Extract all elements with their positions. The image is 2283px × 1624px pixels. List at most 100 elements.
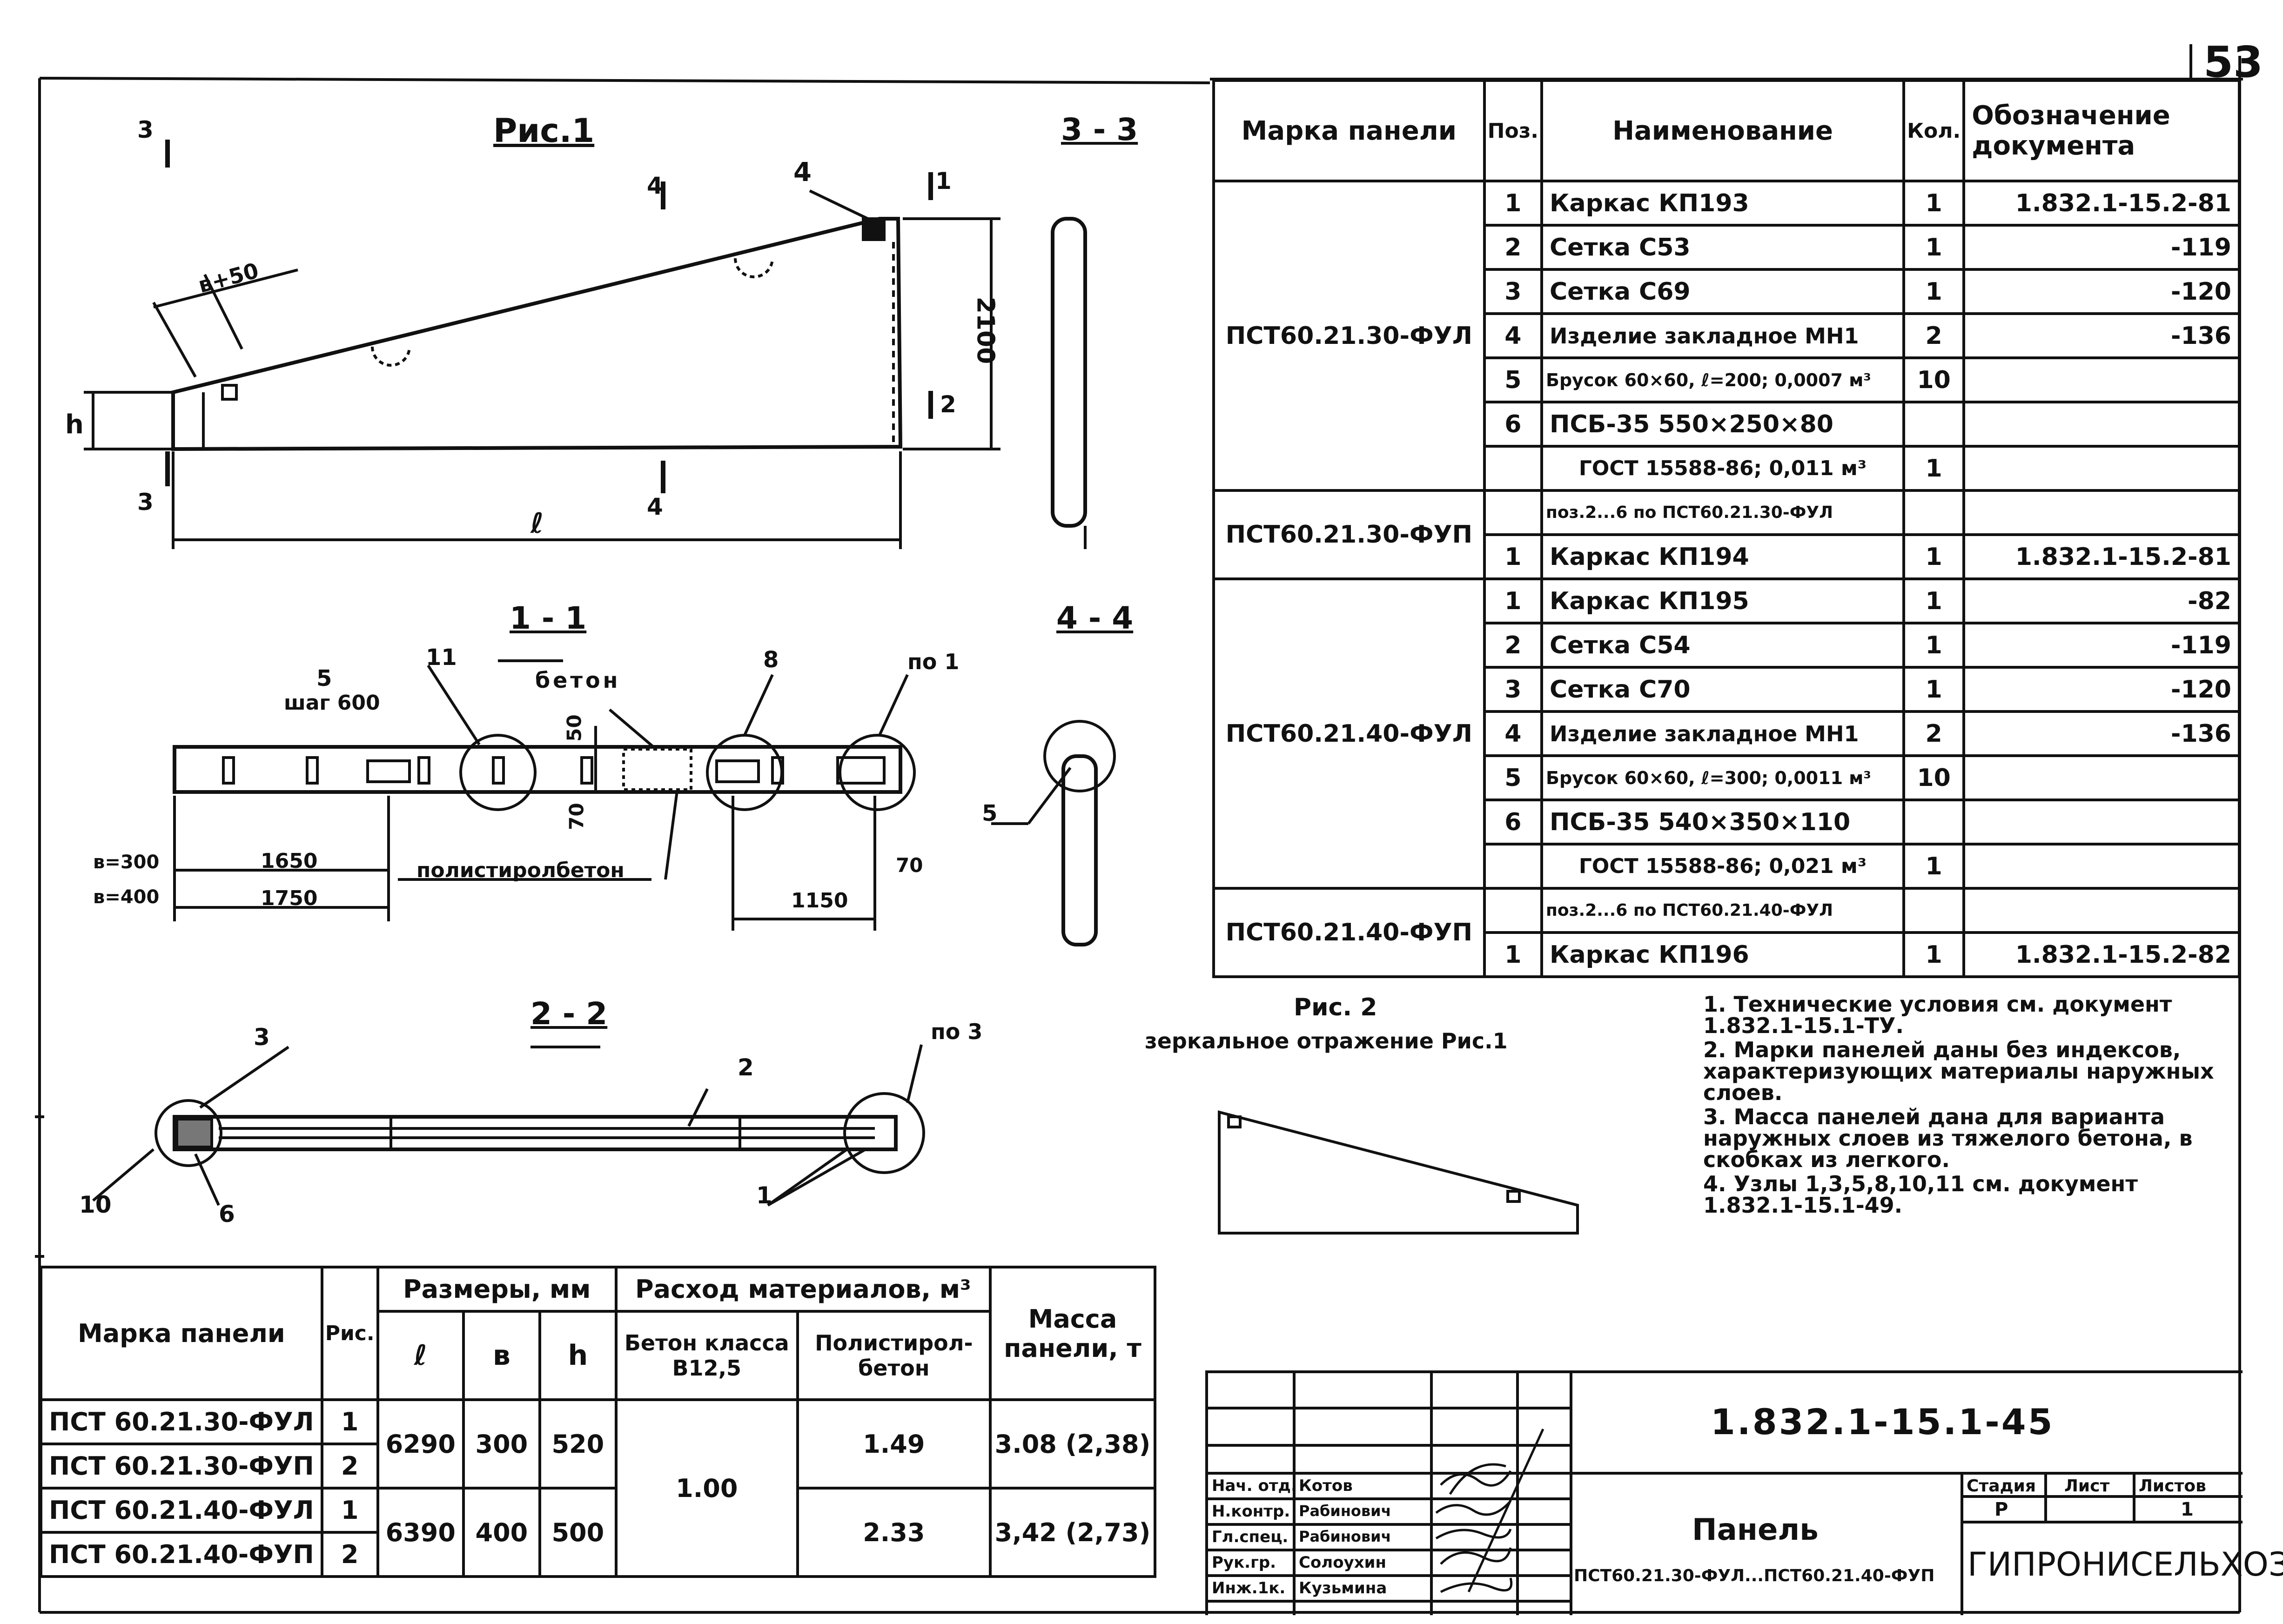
tb-title: Панель — [1692, 1513, 1819, 1547]
spec-doc — [1962, 799, 2241, 846]
note-4: 4. Узлы 1,3,5,8,10,11 см. документ 1.832… — [1703, 1171, 2138, 1218]
spec-h-mark: Марка панели — [1212, 79, 1486, 182]
fig1-cut-3-bottom: 3 — [137, 489, 154, 516]
tb-stage-header: Стадия — [1967, 1476, 2036, 1496]
spec-doc — [1962, 401, 2241, 448]
spec-pos: 4 — [1483, 312, 1544, 359]
spec-name: Брусок 60×60, ℓ=200; 0,0007 м³ — [1540, 356, 1906, 403]
spec-doc: 1.832.1-15.2-81 — [1962, 180, 2241, 227]
spec-pos: 6 — [1483, 799, 1544, 846]
bom-h: 500 — [538, 1487, 618, 1578]
spec-mark: ПСТ60.21.30-ФУП — [1212, 489, 1486, 580]
fig1-callout-4: 4 — [793, 157, 812, 188]
section-2-2 — [92, 1044, 925, 1207]
spec-h-qty: Кол. — [1902, 79, 1966, 182]
spec-name: Каркас КП195 — [1540, 577, 1906, 624]
spec-qty — [1902, 799, 1966, 846]
s11-polystyrene: полистиролбетон — [416, 859, 624, 882]
section-3-3-title: 3 - 3 — [1061, 112, 1138, 148]
bom-mass: 3,42 (2,73) — [988, 1487, 1157, 1578]
s22-callout-1: 1 — [756, 1182, 772, 1209]
spec-doc: 1.832.1-15.2-82 — [1962, 931, 2241, 978]
tb-subtitle: ПСТ60.21.30-ФУЛ...ПСТ60.21.40-ФУП — [1574, 1566, 1935, 1585]
spec-qty — [1902, 489, 1966, 536]
bom-h-fig: Рис. — [320, 1266, 379, 1401]
tb-stage: Р — [1994, 1499, 2008, 1520]
tb-name-4: Кузьмина — [1299, 1579, 1387, 1597]
bom-mark: ПСТ 60.21.30-ФУЛ — [40, 1398, 323, 1445]
notes: 1. Технические условия см. документ 1.83… — [1703, 993, 2224, 1216]
spec-qty: 1 — [1902, 577, 1966, 624]
spec-pos: 5 — [1483, 754, 1544, 801]
spec-pos: 1 — [1483, 533, 1544, 580]
bom-mark: ПСТ 60.21.40-ФУП — [40, 1531, 323, 1578]
tb-role-2: Гл.спец. — [1212, 1528, 1289, 1546]
spec-name: Сетка С70 — [1540, 666, 1906, 713]
spec-qty: 1 — [1902, 666, 1966, 713]
fig1-title: Рис.1 — [493, 112, 595, 150]
tb-name-3: Солоухин — [1299, 1553, 1386, 1572]
spec-name: Каркас КП196 — [1540, 931, 1906, 978]
fig1-dim-2100: 2100 — [971, 296, 1000, 364]
fig2-outline — [1218, 1110, 1579, 1235]
s11-dim-1650: 1650 — [261, 849, 318, 873]
s22-callout-10: 10 — [79, 1191, 112, 1218]
spec-qty: 1 — [1902, 931, 1966, 978]
spec-qty: 2 — [1902, 312, 1966, 359]
spec-name: ГОСТ 15588-86; 0,011 м³ — [1540, 445, 1906, 492]
bom-fig: 1 — [320, 1398, 379, 1445]
spec-h-doc: Обозначение документа — [1962, 79, 2241, 182]
title-block: Нач. отд. Н.контр. Гл.спец. Рук.гр. Инж.… — [1205, 1370, 2283, 1615]
bom-h-poly: Полистирол-бетон — [796, 1310, 992, 1401]
spec-name: Каркас КП194 — [1540, 533, 1906, 580]
spec-doc — [1962, 356, 2241, 403]
spec-pos — [1483, 843, 1544, 890]
spec-pos: 1 — [1483, 931, 1544, 978]
spec-pos: 3 — [1483, 666, 1544, 713]
spec-mark: ПСТ60.21.40-ФУЛ — [1212, 577, 1486, 890]
bom-mark: ПСТ 60.21.40-ФУЛ — [40, 1487, 323, 1534]
fig2-subtitle: зеркальное отражение Рис.1 — [1145, 1028, 1508, 1054]
fig1-dim-h: h — [65, 409, 84, 440]
s22-callout-3: 3 — [254, 1024, 270, 1051]
bom-h-concrete: Бетон класса В12,5 — [614, 1310, 799, 1401]
spec-pos: 2 — [1483, 622, 1544, 669]
bom-h: 520 — [538, 1398, 618, 1490]
spec-name: Каркас КП193 — [1540, 180, 1906, 227]
tb-org: ГИПРОНИСЕЛЬХОЗ — [1967, 1545, 2283, 1584]
spec-name: Изделие закладное МН1 — [1540, 710, 1906, 757]
fig1-cut-3-top: 3 — [137, 116, 154, 143]
bom-l: 6390 — [376, 1487, 465, 1578]
bom-concrete: 1.00 — [614, 1398, 799, 1578]
tb-role-0: Нач. отд. — [1212, 1476, 1297, 1495]
spec-doc — [1962, 489, 2241, 536]
s22-callout-po3: по 3 — [931, 1019, 983, 1044]
spec-name: ПСБ-35 550×250×80 — [1540, 401, 1906, 448]
spec-name: поз.2...6 по ПСТ60.21.40-ФУЛ — [1540, 887, 1906, 934]
bom-h-b: в — [462, 1310, 541, 1401]
note-1: 1. Технические условия см. документ 1.83… — [1703, 992, 2172, 1038]
section-2-2-title: 2 - 2 — [530, 996, 608, 1032]
spec-h-name: Наименование — [1540, 79, 1906, 182]
fig1-cut-4-bottom: 4 — [647, 493, 663, 520]
title-block-grid — [1208, 1373, 2243, 1615]
spec-pos — [1483, 489, 1544, 536]
s11-dim-1750: 1750 — [261, 886, 318, 910]
s11-dim-1150: 1150 — [791, 889, 848, 913]
s11-dim-50: 50 — [563, 714, 586, 742]
spec-doc: -136 — [1962, 312, 2241, 359]
tb-name-1: Рабинович — [1299, 1502, 1391, 1520]
bom-b: 300 — [462, 1398, 541, 1490]
spec-h-pos: Поз. — [1483, 79, 1544, 182]
fig1-elevation — [84, 140, 1000, 549]
spec-pos: 5 — [1483, 356, 1544, 403]
fig1-cut-2: 2 — [940, 391, 956, 418]
s44-callout-5: 5 — [982, 800, 998, 826]
spec-doc: -136 — [1962, 710, 2241, 757]
bom-fig: 1 — [320, 1487, 379, 1534]
spec-doc — [1962, 445, 2241, 492]
spec-doc — [1962, 754, 2241, 801]
spec-pos: 1 — [1483, 577, 1544, 624]
tb-sheet-header: Лист — [2064, 1476, 2110, 1496]
fig1-cut-4-top: 4 — [647, 172, 663, 199]
